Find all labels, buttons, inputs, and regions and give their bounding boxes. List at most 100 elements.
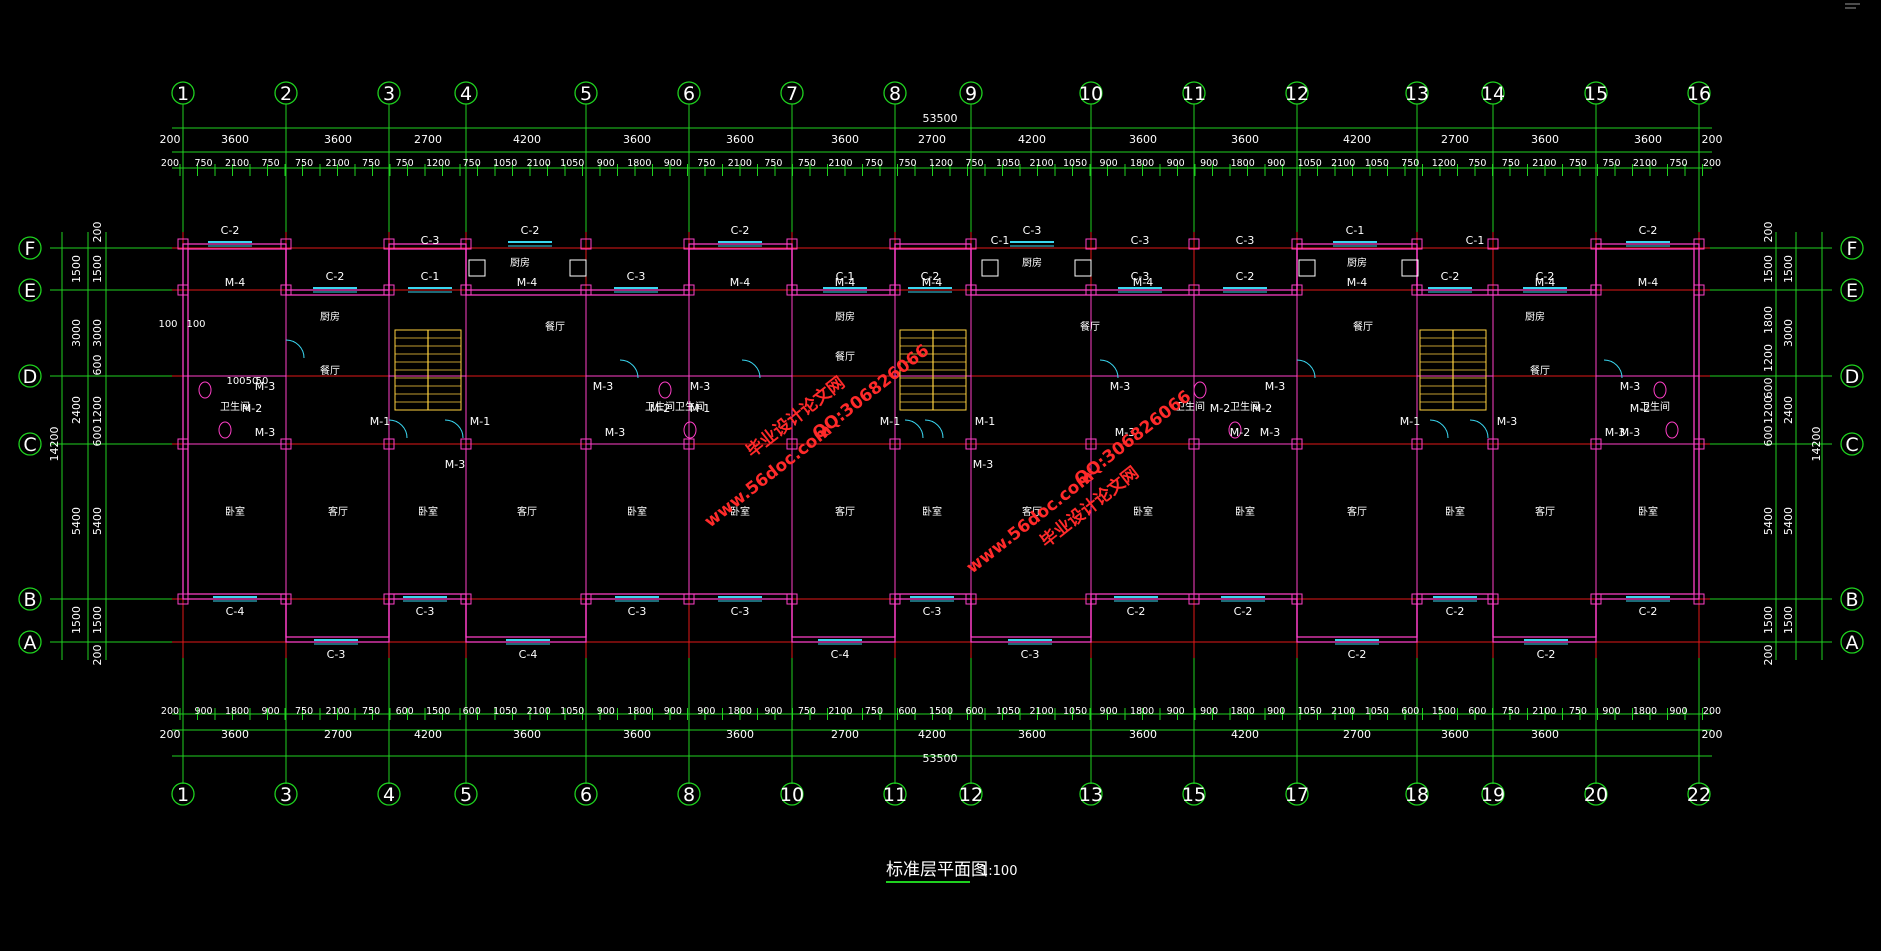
room-label: 厨房 [1525,310,1545,323]
bottom-dimension-2: 1800 [627,706,651,717]
top-dimension-2: 1200 [426,158,450,169]
top-dimension-2: 750 [1669,158,1687,169]
toilet-fixture [683,421,697,439]
top-axis-label: 11 [1182,83,1206,105]
column [1487,593,1499,605]
top-axis-label-circle [1405,81,1429,105]
door-label: M-1 [690,402,710,415]
room-label: 餐厅 [320,364,340,377]
top-axis-label: 13 [1405,83,1429,105]
column [177,238,189,250]
window-label: C-2 [521,224,540,237]
door-swing [619,359,639,379]
top-dimension-1: 3600 [623,133,651,146]
top-dimension-1: 4200 [1343,133,1371,146]
top-dimension-2: 750 [1569,158,1587,169]
top-dimension-2: 1050 [1298,158,1322,169]
bottom-dimension-1: 200 [1702,728,1723,741]
top-dimension-2: 200 [1703,158,1721,169]
window-label: C-2 [1536,270,1555,283]
column [280,238,292,250]
window-label: C-2 [1441,270,1460,283]
bottom-dimension-1: 2700 [324,728,352,741]
column [280,284,292,296]
left-dimension-mid: 1500 [70,606,83,634]
right-dimension-inner: 5400 [1762,507,1775,535]
drawing-title-block: 标准层平面图 1:100 [886,860,1017,883]
door-swing [285,339,305,359]
top-dimension-2: 750 [1468,158,1486,169]
column [889,593,901,605]
window-label: C-3 [1236,234,1255,247]
bottom-dimension-2: 750 [1569,706,1587,717]
column [177,438,189,450]
door-swing [1099,359,1119,379]
bottom-axis-label-circle [1584,782,1608,806]
door-swing [1429,419,1449,439]
top-dimension-2: 2100 [728,158,752,169]
top-axis-label: 8 [889,83,901,105]
top-dimension-2: 750 [396,158,414,169]
door-label: M-3 [1115,426,1135,439]
bottom-axis-label-circle [454,782,478,806]
column [460,238,472,250]
bottom-dimension-2: 900 [597,706,615,717]
bottom-dimension-2: 2100 [1532,706,1556,717]
column [1188,284,1200,296]
bottom-dimension-2: 1500 [1432,706,1456,717]
bottom-dimension-1: 4200 [1231,728,1259,741]
room-label: 厨房 [1347,256,1367,269]
column [460,438,472,450]
top-dimension-1: 200 [160,133,181,146]
window-label: C-4 [226,605,245,618]
top-dimension-2: 900 [1167,158,1185,169]
window-label: C-2 [1639,605,1658,618]
top-axis-label-circle [1687,81,1711,105]
top-dimension-2: 1050 [996,158,1020,169]
right-row-axis-label-circle [1840,278,1864,302]
room-label: 卫生间 [675,400,705,413]
top-dimension-2: 750 [898,158,916,169]
right-dimension-inner: 200 [1762,645,1775,666]
column [460,593,472,605]
room-label: 厨房 [510,256,530,269]
right-dimension-inner: 1200 [1762,344,1775,372]
stairs [394,329,1487,411]
column [280,438,292,450]
bottom-axis-label-circle [377,782,401,806]
top-axis-label: 16 [1687,83,1711,105]
room-label: 餐厅 [1353,320,1373,333]
left-dimension-inner: 600 [91,355,104,376]
top-axis-label-circle [883,81,907,105]
door-label: M-4 [225,276,245,289]
left-dimension-inner: 1500 [91,606,104,634]
room-label: 卧室 [730,505,750,518]
window-label: C-2 [1236,270,1255,283]
bottom-dimension-2: 1800 [1633,706,1657,717]
window-label: C-3 [421,234,440,247]
room-label: 客厅 [1347,505,1367,518]
top-dimension-2: 750 [965,158,983,169]
top-dimension-2: 2100 [225,158,249,169]
door-label: M-3 [1620,426,1640,439]
top-dimension-2: 1200 [929,158,953,169]
wall-thickness-note: 100 [186,319,205,330]
bottom-dimension-2: 1800 [1231,706,1255,717]
top-axis-label: 2 [280,83,292,105]
column [580,593,592,605]
left-overall-dimension: 14200 [48,427,61,462]
right-dimension-mid: 3000 [1782,319,1795,347]
top-dimension-2: 2100 [1633,158,1657,169]
left-row-axis-label: F [25,238,36,260]
toilet-fixture [1228,421,1242,439]
top-dimension-1: 2700 [1441,133,1469,146]
room-label: 餐厅 [1530,364,1550,377]
door-swing [388,419,408,439]
window-label: C-3 [628,605,647,618]
top-axis-label-circle [959,81,983,105]
bottom-axis-label: 8 [683,784,695,806]
column [889,438,901,450]
bottom-dimension-2: 200 [1703,706,1721,717]
column [683,593,695,605]
right-row-axis-label: F [1847,238,1858,260]
